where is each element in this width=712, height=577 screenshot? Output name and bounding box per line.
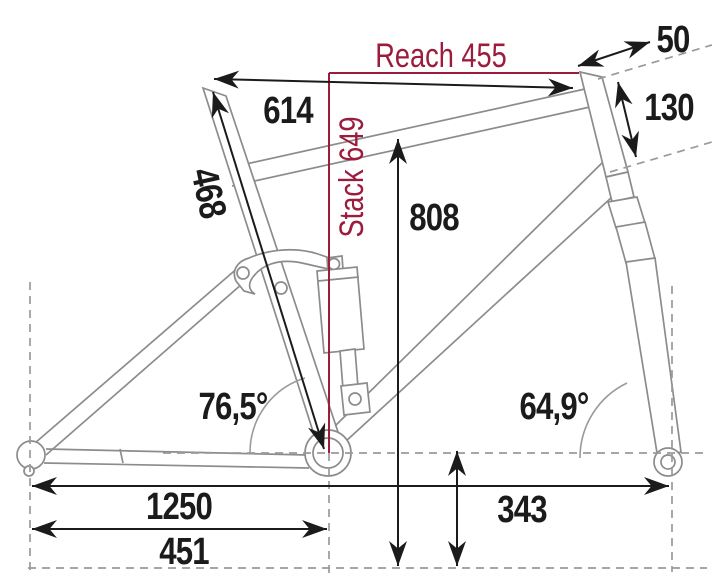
head-top-extension <box>597 44 712 80</box>
rocker-pivot <box>236 266 250 280</box>
seat-tube-dim <box>211 91 326 450</box>
wheelbase-label: 1250 <box>145 486 213 528</box>
front-axle <box>660 454 676 470</box>
dimension-arrows <box>32 41 669 566</box>
shock-eyelet <box>327 257 341 271</box>
chain-stay <box>45 448 309 456</box>
standover-label: 808 <box>409 197 459 239</box>
shock-shaft <box>339 348 359 390</box>
stem-dim <box>577 41 651 67</box>
stem-label: 50 <box>656 19 690 61</box>
head-bottom-extension <box>609 141 712 173</box>
head-tube <box>578 70 630 179</box>
fork-leg <box>625 257 682 461</box>
down-tube <box>332 161 604 429</box>
head-tube-dim <box>615 81 639 158</box>
reach-label: Reach 455 <box>375 37 507 75</box>
head-tube-angle-label: 64,9° <box>519 386 589 428</box>
bb-height-label: 343 <box>497 489 547 531</box>
seat-tube-angle-label: 76,5° <box>198 386 268 428</box>
head-tube-label: 130 <box>644 87 694 129</box>
top-tube-label: 614 <box>263 90 313 132</box>
rear-center-label: 451 <box>159 531 209 573</box>
construction-lines <box>28 44 712 577</box>
stack-label: Stack 649 <box>333 116 371 238</box>
rear-dropout <box>16 440 46 470</box>
top-tube-dim <box>213 70 574 97</box>
seat-tube-label: 468 <box>182 164 234 222</box>
seat-stay <box>34 265 241 444</box>
head-angle-arc <box>579 382 628 459</box>
